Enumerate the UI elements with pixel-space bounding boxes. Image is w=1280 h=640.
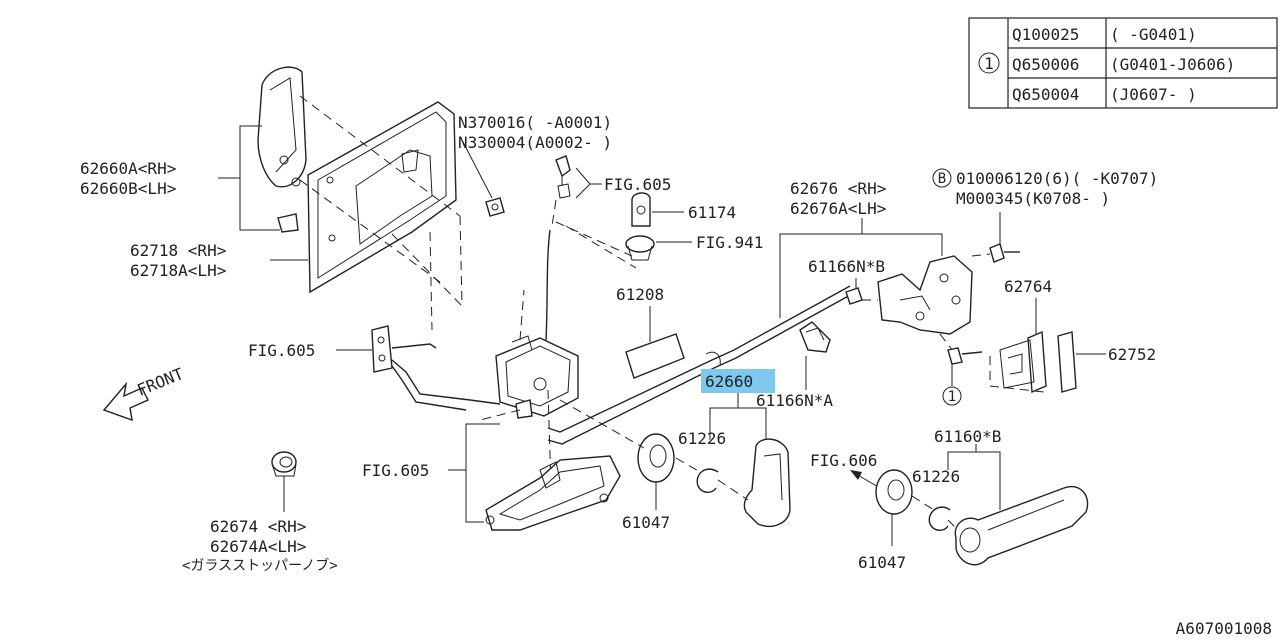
inner-handle-left-drawing [717, 438, 791, 528]
label-front: FRONT [134, 364, 186, 400]
leader-62660 [218, 125, 280, 231]
striker-drawing [989, 298, 1106, 394]
label-61174: 61174 [688, 203, 736, 222]
pad-61208-drawing [625, 306, 685, 379]
table-row-part: Q650004 [1012, 85, 1079, 104]
label-61160b: 61160*B [934, 427, 1001, 446]
front-arrow-icon [102, 381, 149, 422]
nut-drawing [461, 139, 505, 217]
label-62676: 62676 <RH> [790, 179, 886, 198]
label-62676a: 62676A<LH> [790, 199, 886, 218]
label-61226-right: 61226 [912, 467, 960, 486]
striker-screw-drawing [942, 347, 983, 406]
label-62718a: 62718A<LH> [130, 261, 226, 280]
table-row-range: ( -G0401) [1110, 25, 1197, 44]
clip-61166b-drawing [845, 278, 863, 305]
leader-61160b [947, 444, 1001, 510]
label-61166a: 61166N*A [756, 391, 833, 410]
table-row-part: Q650006 [1012, 55, 1079, 74]
lock-assembly-drawing [479, 289, 579, 521]
label-fig605-upper: FIG.605 [604, 175, 671, 194]
window-regulator-handle-drawing [947, 485, 1089, 566]
snap-ring-left-drawing [675, 457, 719, 493]
table-row-part: Q100025 [1012, 25, 1079, 44]
label-n330004: N330004(A0002- ) [458, 133, 612, 152]
snap-ring-right-drawing [911, 495, 951, 531]
label-61226-left: 61226 [678, 429, 726, 448]
label-62660: 62660 [705, 372, 753, 391]
label-62660b: 62660B<LH> [80, 179, 176, 198]
table-row-range: (G0401-J0606) [1110, 55, 1235, 74]
bracket-left-drawing [336, 325, 501, 411]
leader-fig605-lower [465, 423, 500, 523]
reference-table: 1 Q100025 ( -G0401) Q650006 (G0401-J0606… [968, 17, 1278, 109]
label-b-symbol: B [938, 171, 946, 187]
label-n370016: N370016( -A0001) [458, 113, 612, 132]
label-62674a: 62674A<LH> [210, 537, 306, 556]
label-62764: 62764 [1004, 277, 1052, 296]
diagram-id: A607001008 [1176, 619, 1272, 638]
label-61166b: 61166N*B [808, 257, 885, 276]
label-fig605-lower: FIG.605 [362, 461, 429, 480]
table-row-range: (J0607- ) [1110, 85, 1197, 104]
label-62660a: 62660A<RH> [80, 159, 176, 178]
label-62674: 62674 <RH> [210, 517, 306, 536]
b-symbol-circle [932, 168, 952, 188]
latch-screw-drawing [971, 212, 1020, 263]
clip-61166a-drawing [799, 321, 831, 390]
fig606-arrow-drawing [850, 470, 881, 489]
table-symbol: 1 [984, 54, 994, 73]
door-latch-drawing [862, 255, 973, 361]
door-panel-drawing [307, 101, 457, 294]
lower-bracket-drawing [485, 455, 621, 531]
label-62752: 62752 [1108, 345, 1156, 364]
label-61047-left: 61047 [622, 513, 670, 532]
escutcheon-left-drawing [559, 399, 675, 510]
label-61047-right: 61047 [858, 553, 906, 572]
label-fig606: FIG.606 [810, 451, 877, 470]
label-fig941: FIG.941 [696, 233, 763, 252]
outer-handle-drawing [257, 66, 307, 233]
lock-knob-drawing [545, 155, 602, 341]
leader-62660-bracket [709, 393, 767, 440]
glass-stopper-drawing [271, 451, 297, 512]
highlight-62660 [701, 369, 775, 393]
remote-rod-drawing [547, 285, 853, 445]
label-circle-1: 1 [948, 389, 956, 405]
label-glass-stopper: <ガラスストッパーノブ> [182, 557, 338, 574]
label-010006120: 010006120(6)( -K0707) [956, 169, 1158, 188]
label-m000345: M000345(K0708- ) [956, 189, 1110, 208]
projection-lines-upper [299, 95, 463, 331]
label-fig605-left: FIG.605 [248, 341, 315, 360]
escutcheon-right-drawing [875, 469, 913, 546]
grommet-drawing [555, 221, 692, 269]
label-62718: 62718 <RH> [130, 241, 226, 260]
clip-61174-drawing [631, 192, 684, 227]
leader-62676 [779, 218, 943, 318]
label-61208: 61208 [616, 285, 664, 304]
